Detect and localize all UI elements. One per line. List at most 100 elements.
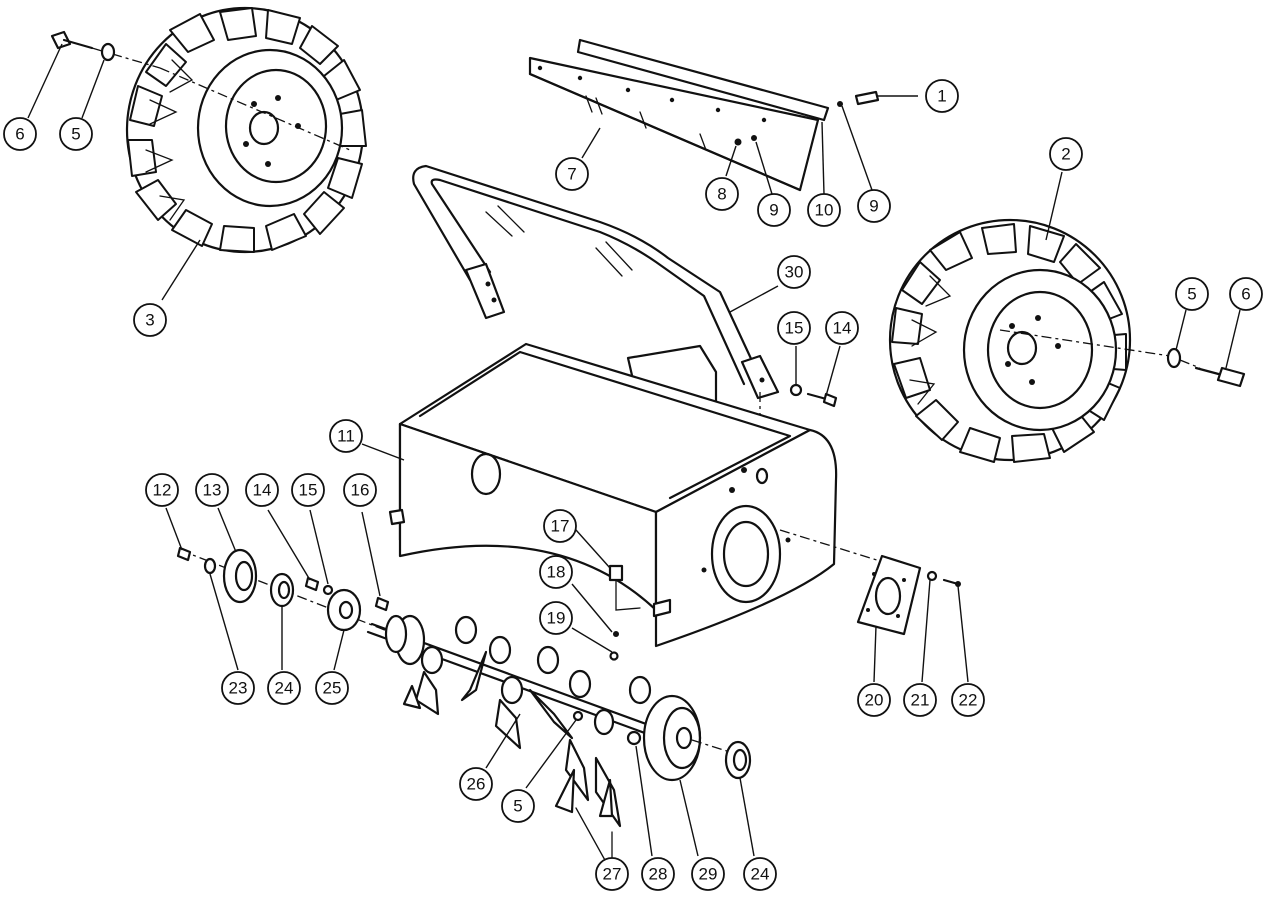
svg-text:5: 5 bbox=[513, 797, 522, 816]
svg-text:2: 2 bbox=[1061, 145, 1070, 164]
svg-text:19: 19 bbox=[547, 609, 566, 628]
svg-text:24: 24 bbox=[751, 865, 770, 884]
svg-text:22: 22 bbox=[959, 691, 978, 710]
callout: 8 bbox=[705, 177, 739, 211]
tiller-blades bbox=[402, 650, 622, 863]
callout: 13 bbox=[195, 473, 229, 507]
housing-fasteners bbox=[388, 508, 641, 661]
svg-text:7: 7 bbox=[567, 165, 576, 184]
callout: 26 bbox=[459, 767, 493, 801]
flange-washer bbox=[322, 584, 334, 596]
right-wheel-washer bbox=[1166, 347, 1182, 369]
svg-text:11: 11 bbox=[337, 427, 355, 446]
callout: 24 bbox=[267, 671, 301, 705]
callout: 11 bbox=[329, 419, 363, 453]
callout: 15 bbox=[291, 473, 325, 507]
deflector-plate bbox=[528, 56, 820, 192]
svg-text:25: 25 bbox=[323, 679, 342, 698]
callout: 5 bbox=[501, 789, 535, 823]
left-bearing bbox=[269, 572, 295, 608]
svg-text:24: 24 bbox=[275, 679, 294, 698]
left-pulley bbox=[222, 548, 258, 604]
callout: 19 bbox=[539, 601, 573, 635]
tiller-housing bbox=[398, 342, 897, 648]
svg-text:12: 12 bbox=[153, 481, 172, 500]
callout: 24 bbox=[743, 857, 777, 891]
svg-text:21: 21 bbox=[911, 691, 930, 710]
deflector-fasteners bbox=[734, 90, 880, 146]
right-wheel-bolt bbox=[1179, 359, 1246, 388]
svg-text:15: 15 bbox=[785, 319, 804, 338]
callout: 6 bbox=[3, 117, 37, 151]
svg-text:13: 13 bbox=[203, 481, 222, 500]
callout: 23 bbox=[221, 671, 255, 705]
rotor-bolt bbox=[626, 730, 642, 746]
svg-text:10: 10 bbox=[815, 201, 834, 220]
callout: 15 bbox=[777, 311, 811, 345]
svg-text:9: 9 bbox=[869, 197, 878, 216]
left-wheel-bolt bbox=[50, 30, 161, 69]
callout: 20 bbox=[857, 683, 891, 717]
svg-text:29: 29 bbox=[699, 865, 718, 884]
left-bolt bbox=[176, 546, 192, 562]
rotor-shaft-assembly bbox=[179, 549, 692, 750]
svg-text:5: 5 bbox=[71, 125, 80, 144]
svg-text:1: 1 bbox=[937, 87, 946, 106]
svg-text:20: 20 bbox=[865, 691, 884, 710]
svg-text:14: 14 bbox=[833, 319, 852, 338]
right-wheel-rim bbox=[962, 268, 1118, 432]
rotor-washer bbox=[572, 710, 584, 722]
svg-text:14: 14 bbox=[253, 481, 272, 500]
svg-text:16: 16 bbox=[351, 481, 370, 500]
bearing-flange bbox=[326, 588, 362, 632]
svg-text:3: 3 bbox=[145, 311, 154, 330]
callout: 17 bbox=[543, 509, 577, 543]
leader-lines bbox=[27, 43, 1241, 857]
callout: 18 bbox=[539, 555, 573, 589]
handle-bolt bbox=[789, 383, 838, 408]
svg-text:15: 15 bbox=[299, 481, 318, 500]
callout: 12 bbox=[145, 473, 179, 507]
svg-text:27: 27 bbox=[603, 865, 622, 884]
callout: 16 bbox=[343, 473, 377, 507]
flange-bolt bbox=[304, 576, 320, 592]
callout: 9 bbox=[857, 189, 891, 223]
svg-text:28: 28 bbox=[649, 865, 668, 884]
callout: 6 bbox=[1229, 277, 1263, 311]
callout: 29 bbox=[691, 857, 725, 891]
side-plate-washer bbox=[926, 570, 938, 582]
callout: 9 bbox=[757, 193, 791, 227]
callout: 14 bbox=[825, 311, 859, 345]
callout: 1 bbox=[925, 79, 959, 113]
callout: 27 bbox=[595, 857, 629, 891]
svg-text:9: 9 bbox=[769, 201, 778, 220]
svg-text:26: 26 bbox=[467, 775, 486, 794]
callout: 28 bbox=[641, 857, 675, 891]
right-wheel bbox=[888, 218, 1171, 463]
callout: 22 bbox=[951, 683, 985, 717]
callout: 3 bbox=[133, 303, 167, 337]
callout: 21 bbox=[903, 683, 937, 717]
svg-text:23: 23 bbox=[229, 679, 248, 698]
svg-text:5: 5 bbox=[1187, 285, 1196, 304]
side-plate-screw bbox=[942, 578, 961, 587]
svg-text:30: 30 bbox=[785, 263, 804, 282]
callout: 5 bbox=[59, 117, 93, 151]
callout: 2 bbox=[1049, 137, 1083, 171]
callout: 30 bbox=[777, 255, 811, 289]
flange-key bbox=[374, 596, 390, 612]
callout: 7 bbox=[555, 157, 589, 191]
left-washer bbox=[203, 557, 217, 575]
callout: 14 bbox=[245, 473, 279, 507]
handle-frame bbox=[412, 164, 780, 490]
svg-text:17: 17 bbox=[551, 517, 570, 536]
svg-text:8: 8 bbox=[717, 185, 726, 204]
mounting-strip bbox=[576, 38, 830, 122]
svg-text:6: 6 bbox=[1241, 285, 1250, 304]
left-wheel bbox=[125, 6, 367, 254]
callout: 5 bbox=[1175, 277, 1209, 311]
svg-text:6: 6 bbox=[15, 125, 24, 144]
callout: 10 bbox=[807, 193, 841, 227]
svg-text:18: 18 bbox=[547, 563, 566, 582]
